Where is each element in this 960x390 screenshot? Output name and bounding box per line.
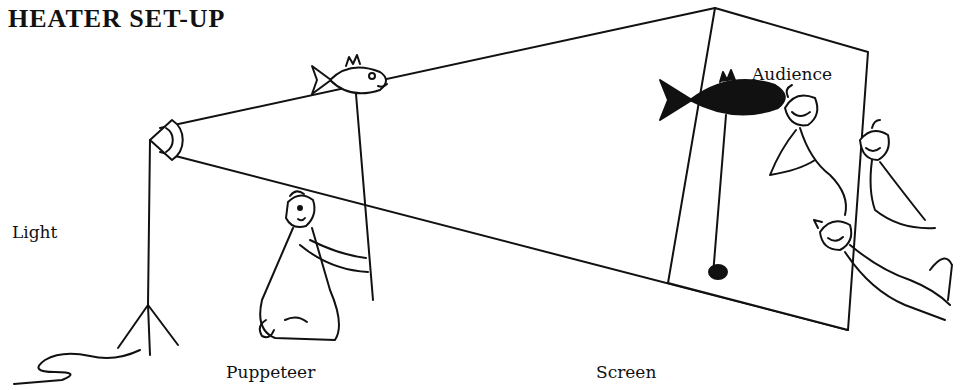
puppeteer-arm	[310, 240, 366, 258]
fish-puppet	[330, 68, 386, 94]
fish-shadow	[660, 80, 692, 120]
lamp-bulb	[166, 128, 173, 152]
fish-shadow	[690, 80, 785, 114]
lamp-stand	[148, 305, 178, 345]
stick-shadow	[713, 115, 726, 275]
diagram-title: HEATER SET-UP	[8, 4, 225, 34]
fish-eye	[369, 73, 375, 79]
lamp	[150, 120, 183, 160]
light-beam	[160, 8, 715, 128]
puppeteer-foot	[260, 320, 274, 337]
audience-figures	[770, 85, 952, 320]
puppeteer-head	[286, 195, 314, 227]
fish-shadow	[720, 70, 735, 82]
lamp-cord	[14, 350, 140, 384]
part-label: Audience	[752, 64, 832, 84]
fish-mouth	[378, 84, 387, 87]
fish-puppet	[346, 55, 360, 66]
puppeteer-knee	[285, 317, 307, 322]
hand-shadow	[709, 265, 727, 279]
puppeteer-mouth	[298, 218, 305, 220]
puppeteer-hair	[290, 191, 304, 196]
screen	[668, 8, 868, 330]
lamp-stand	[148, 305, 150, 355]
part-label: Light	[12, 222, 57, 242]
puppet-stick	[356, 94, 373, 300]
puppeteer-eye	[298, 206, 302, 210]
fish-puppet	[312, 66, 331, 94]
puppeteer-arm	[300, 245, 368, 272]
part-label: Puppeteer	[226, 362, 315, 382]
lamp-stand	[118, 305, 148, 348]
part-label: Screen	[596, 362, 656, 382]
lamp-stand	[148, 140, 150, 305]
